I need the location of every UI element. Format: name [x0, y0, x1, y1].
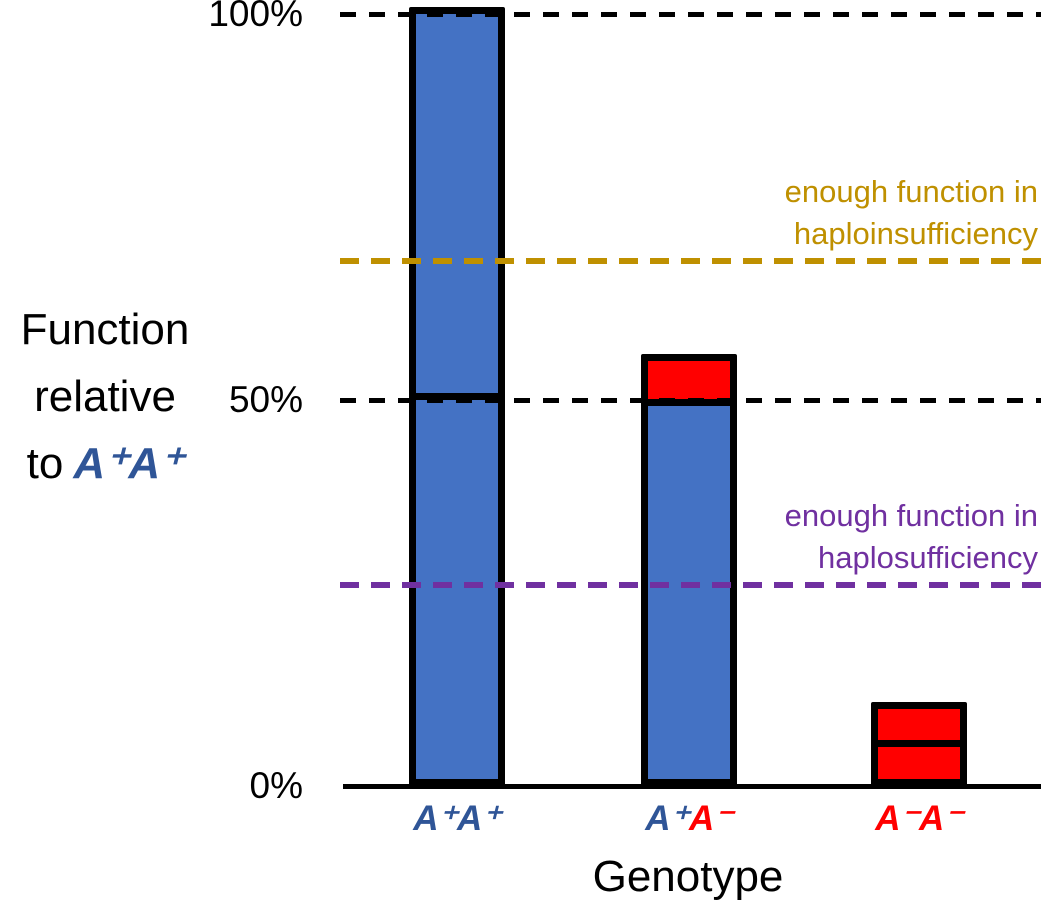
refline-100-percent	[340, 11, 1041, 17]
x-label-part: A⁻A⁻	[875, 799, 963, 838]
bar-segment-allele-plus	[648, 405, 730, 779]
annotation-line: haploinsufficiency	[793, 216, 1038, 252]
annotation-haploinsufficiency: enough function in haploinsufficiency	[541, 171, 1038, 255]
y-tick-label-50: 50%	[228, 379, 303, 420]
y-axis-title-genotype: A⁺A⁺	[73, 439, 184, 488]
bar-segment-allele-minus	[878, 708, 960, 748]
x-axis-line	[343, 784, 1041, 789]
y-axis-title-line2: relative	[34, 372, 176, 421]
y-axis-title-line1: Function	[20, 305, 190, 354]
bar-segment-allele-plus	[416, 400, 498, 779]
x-label-part: A⁺	[645, 799, 689, 838]
refline-haploinsufficiency-threshold	[340, 258, 1041, 265]
annotation-line: haplosufficiency	[817, 540, 1038, 576]
y-axis-title-line3-prefix: to	[26, 439, 64, 488]
bar-genotype-AminusAminus	[871, 701, 967, 786]
x-label-AplusAminus: A⁺A⁻	[589, 797, 789, 841]
y-tick-label-0: 0%	[249, 765, 303, 806]
y-tick-label-100: 100%	[208, 0, 303, 34]
x-axis-title: Genotype	[592, 852, 784, 901]
x-label-AminusAminus: A⁻A⁻	[819, 797, 1019, 841]
x-label-AplusAplus: A⁺A⁺	[357, 797, 557, 841]
bar-genotype-AplusAplus	[409, 7, 505, 786]
bar-genotype-AplusAminus	[641, 354, 737, 786]
bar-segment-allele-minus	[878, 747, 960, 779]
x-label-part: A⁻	[689, 799, 733, 838]
refline-haplosufficiency-threshold	[340, 582, 1041, 589]
x-label-part: A⁺A⁺	[413, 799, 501, 838]
annotation-line: enough function in	[784, 498, 1038, 534]
annotation-haplosufficiency: enough function in haplosufficiency	[541, 495, 1038, 579]
bar-segment-allele-plus	[416, 14, 498, 400]
refline-50-percent	[340, 397, 1041, 403]
annotation-line: enough function in	[784, 174, 1038, 210]
